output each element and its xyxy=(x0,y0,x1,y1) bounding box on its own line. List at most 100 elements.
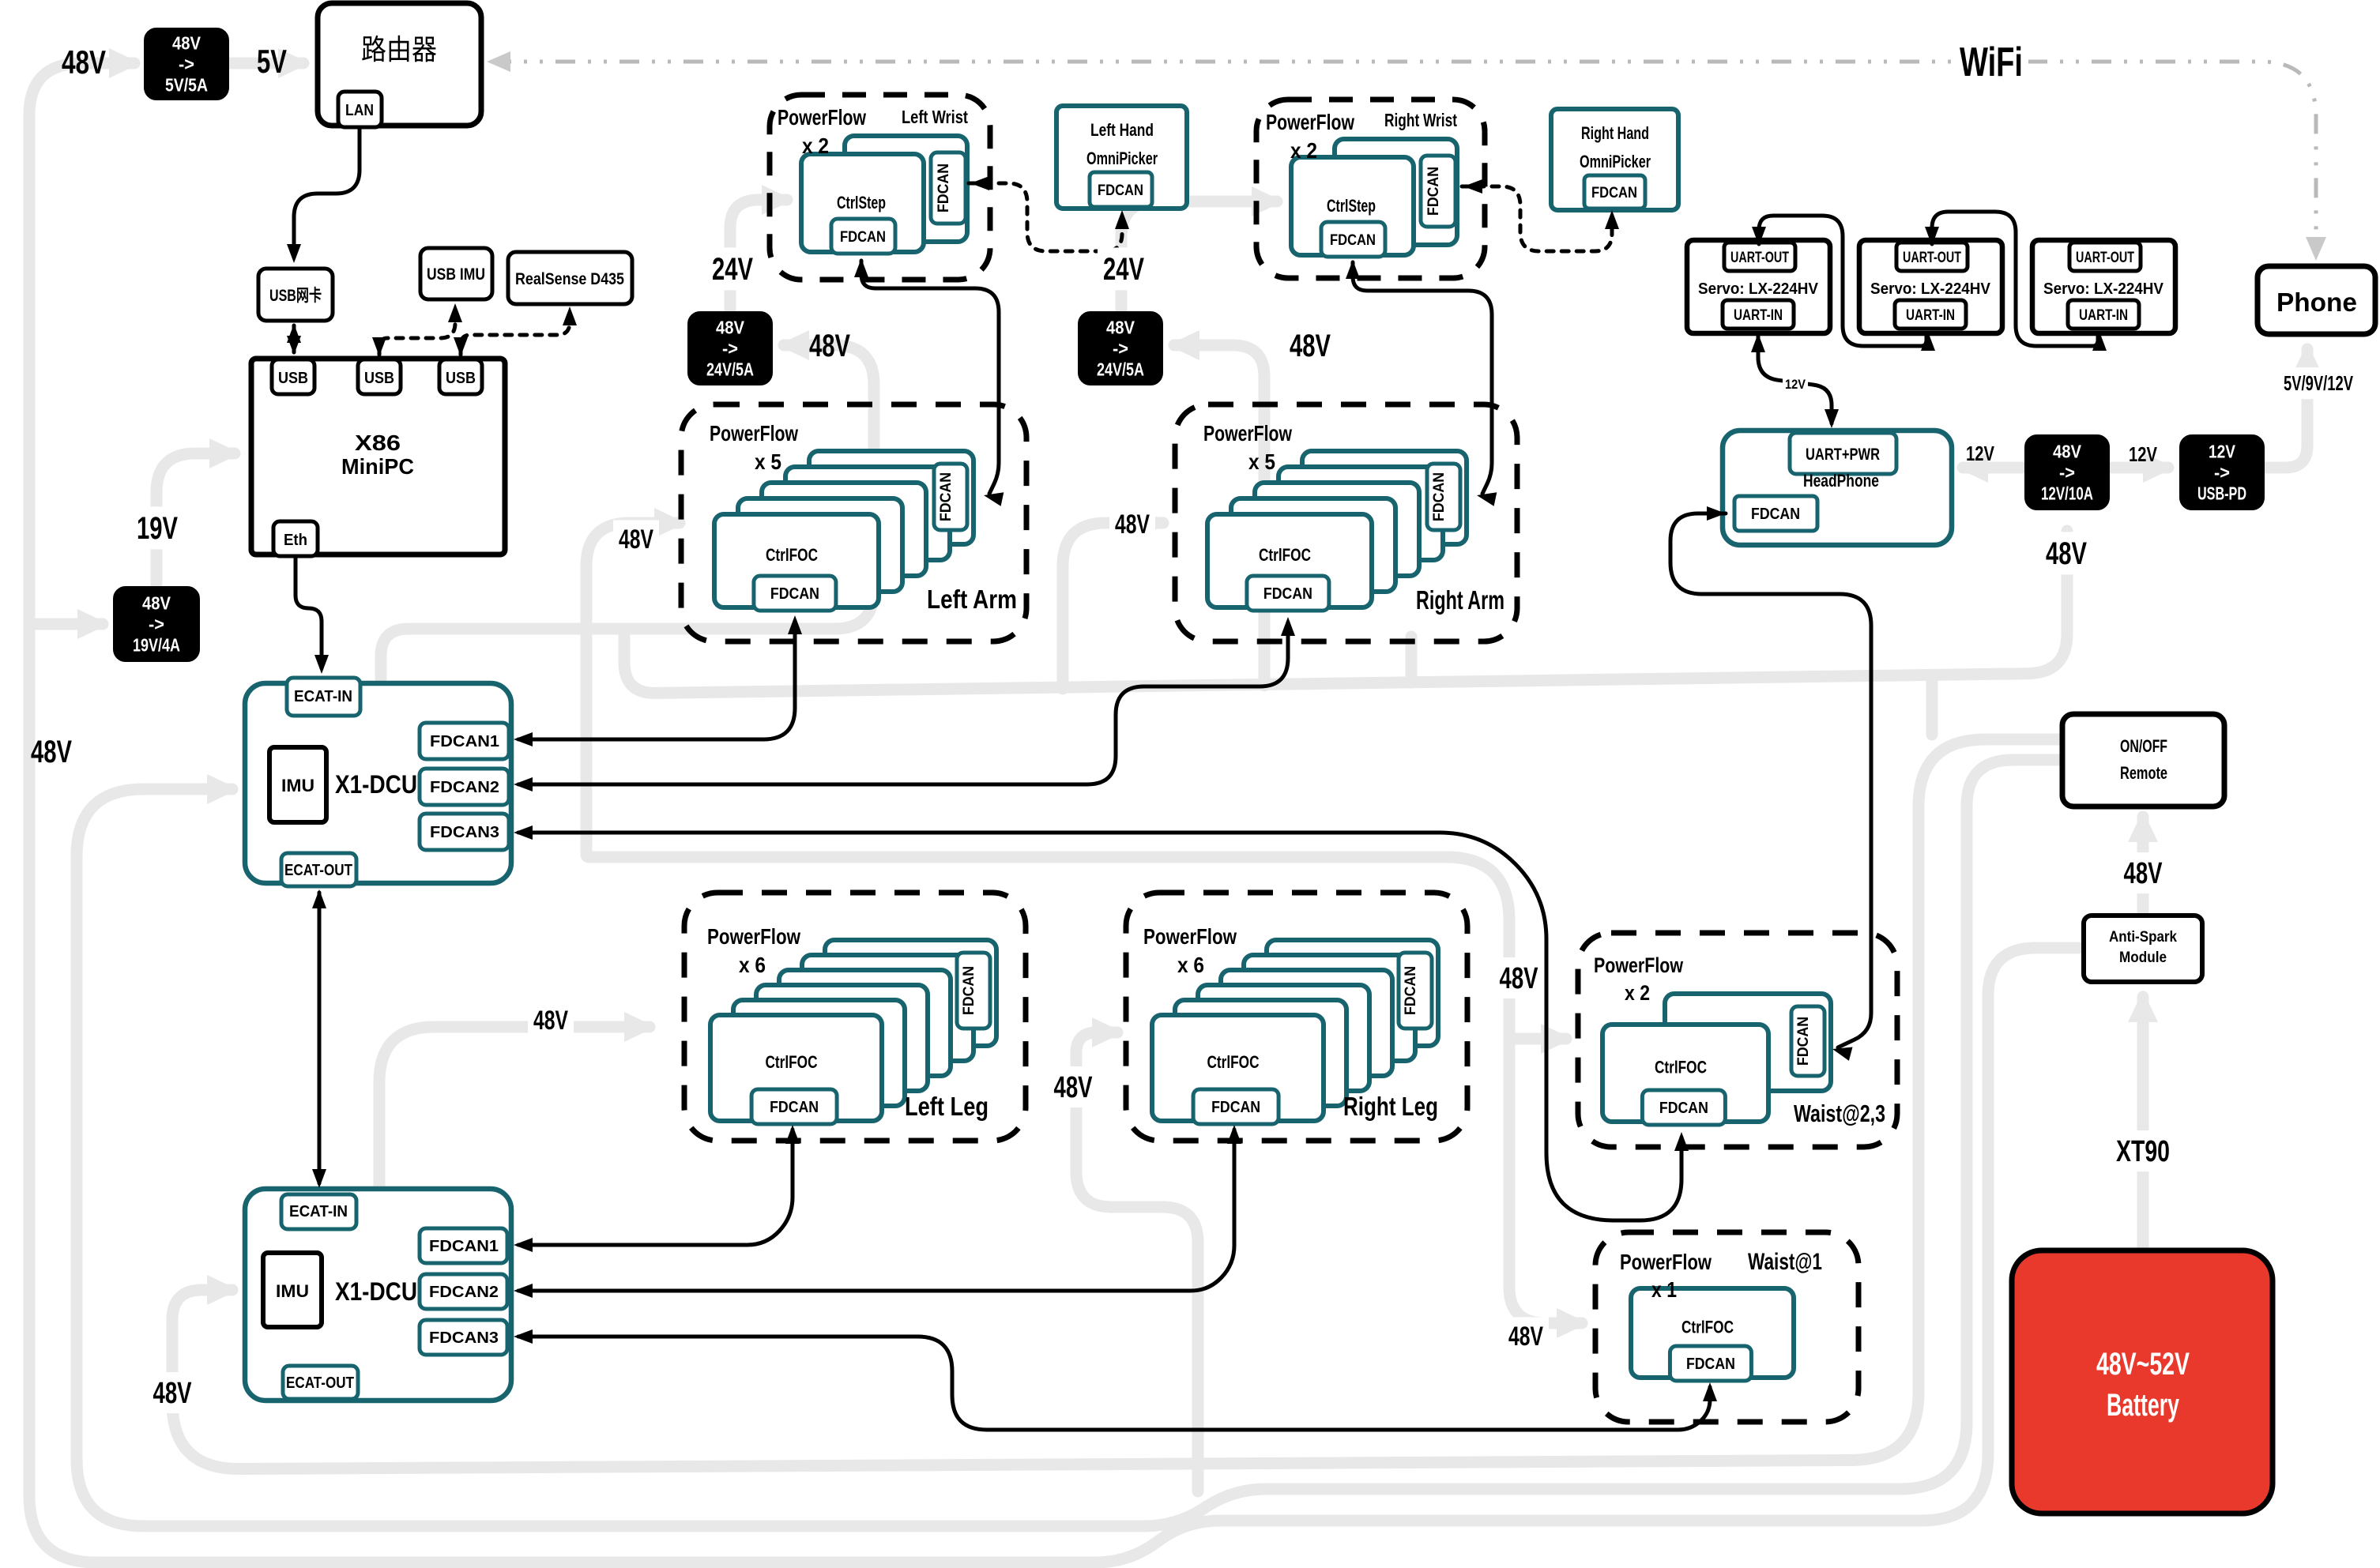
svg-text:UART-OUT: UART-OUT xyxy=(2076,250,2134,266)
svg-text:48V: 48V xyxy=(2053,441,2082,461)
svg-text:Eth: Eth xyxy=(284,532,307,549)
svg-text:12V: 12V xyxy=(1785,377,1806,392)
svg-text:19V/4A: 19V/4A xyxy=(133,635,180,656)
svg-text:FDCAN: FDCAN xyxy=(936,164,952,212)
svg-text:Battery: Battery xyxy=(2107,1388,2179,1423)
svg-text:UART-IN: UART-IN xyxy=(1906,307,1955,324)
svg-text:->: -> xyxy=(722,338,738,359)
svg-text:48V: 48V xyxy=(1054,1071,1093,1104)
svg-text:FDCAN: FDCAN xyxy=(770,585,819,603)
svg-text:12V: 12V xyxy=(1966,442,1995,465)
svg-text:USB: USB xyxy=(278,370,308,387)
svg-text:x 1: x 1 xyxy=(1651,1277,1677,1302)
svg-text:FDCAN: FDCAN xyxy=(1425,167,1442,216)
svg-text:48V: 48V xyxy=(2124,857,2163,890)
svg-text:FDCAN: FDCAN xyxy=(1098,182,1143,199)
svg-text:PowerFlow: PowerFlow xyxy=(1266,110,1354,134)
svg-text:Anti-Spark: Anti-Spark xyxy=(2109,929,2177,946)
svg-text:X1-DCU: X1-DCU xyxy=(335,770,417,799)
svg-text:FDCAN: FDCAN xyxy=(840,229,886,246)
svg-text:19V: 19V xyxy=(137,511,178,546)
svg-text:FDCAN3: FDCAN3 xyxy=(429,1329,499,1347)
svg-text:LAN: LAN xyxy=(345,102,374,119)
svg-text:48V: 48V xyxy=(31,735,72,769)
svg-text:HeadPhone: HeadPhone xyxy=(1803,471,1879,491)
svg-text:48V: 48V xyxy=(1106,317,1135,337)
svg-text:USB IMU: USB IMU xyxy=(427,265,485,284)
svg-text:CtrlFOC: CtrlFOC xyxy=(1681,1318,1734,1337)
svg-text:Left Hand: Left Hand xyxy=(1090,120,1154,140)
svg-text:CtrlFOC: CtrlFOC xyxy=(1655,1058,1707,1077)
svg-text:24V/5A: 24V/5A xyxy=(706,359,754,380)
svg-text:CtrlFOC: CtrlFOC xyxy=(766,1052,818,1072)
svg-text:48V: 48V xyxy=(533,1006,568,1036)
svg-text:48V: 48V xyxy=(153,1377,192,1410)
svg-text:XT90: XT90 xyxy=(2116,1135,2170,1168)
svg-text:FDCAN: FDCAN xyxy=(1263,585,1312,603)
svg-text:UART-OUT: UART-OUT xyxy=(1730,250,1789,266)
svg-text:x 6: x 6 xyxy=(739,953,766,977)
svg-text:Left Leg: Left Leg xyxy=(905,1092,989,1121)
svg-text:ECAT-OUT: ECAT-OUT xyxy=(286,1374,354,1392)
svg-text:FDCAN3: FDCAN3 xyxy=(430,824,499,841)
svg-text:->: -> xyxy=(2059,462,2075,483)
svg-text:CtrlStep: CtrlStep xyxy=(1327,196,1376,216)
svg-text:x 6: x 6 xyxy=(1177,953,1204,977)
svg-text:5V/9V/12V: 5V/9V/12V xyxy=(2284,371,2353,395)
svg-text:Left Wrist: Left Wrist xyxy=(902,107,968,127)
svg-text:OmniPicker: OmniPicker xyxy=(1580,152,1651,171)
svg-text:->: -> xyxy=(2214,462,2230,483)
svg-text:PowerFlow: PowerFlow xyxy=(1594,953,1684,977)
svg-text:48V: 48V xyxy=(172,32,201,53)
svg-text:x 5: x 5 xyxy=(755,449,781,474)
svg-text:FDCAN: FDCAN xyxy=(938,472,955,521)
svg-text:UART-IN: UART-IN xyxy=(1734,307,1783,324)
svg-text:Left Arm: Left Arm xyxy=(927,585,1017,614)
svg-text:Right Leg: Right Leg xyxy=(1343,1092,1438,1121)
svg-text:FDCAN2: FDCAN2 xyxy=(429,1284,499,1301)
svg-text:48V: 48V xyxy=(2046,536,2087,571)
svg-text:UART+PWR: UART+PWR xyxy=(1806,446,1880,464)
svg-text:FDCAN: FDCAN xyxy=(1686,1356,1735,1373)
svg-text:Waist@2,3: Waist@2,3 xyxy=(1794,1100,1885,1127)
svg-text:Right Hand: Right Hand xyxy=(1581,123,1649,143)
svg-text:X1-DCU: X1-DCU xyxy=(335,1277,417,1306)
svg-text:UART-IN: UART-IN xyxy=(2079,307,2128,324)
svg-text:24V: 24V xyxy=(712,252,753,287)
svg-text:IMU: IMU xyxy=(281,776,314,795)
svg-text:PowerFlow: PowerFlow xyxy=(707,924,800,949)
svg-text:ECAT-IN: ECAT-IN xyxy=(294,688,352,705)
svg-text:CtrlFOC: CtrlFOC xyxy=(766,545,818,565)
svg-text:FDCAN: FDCAN xyxy=(961,966,977,1015)
svg-text:FDCAN: FDCAN xyxy=(1751,506,1800,523)
svg-text:FDCAN: FDCAN xyxy=(1403,966,1419,1015)
svg-text:CtrlFOC: CtrlFOC xyxy=(1207,1052,1260,1072)
svg-text:USB: USB xyxy=(364,370,394,387)
svg-text:RealSense D435: RealSense D435 xyxy=(515,270,624,288)
svg-text:Module: Module xyxy=(2119,949,2167,966)
svg-text:12V: 12V xyxy=(2129,442,2158,466)
svg-text:48V: 48V xyxy=(62,43,106,81)
svg-text:FDCAN: FDCAN xyxy=(1659,1100,1708,1117)
svg-text:->: -> xyxy=(1113,338,1128,359)
svg-text:48V: 48V xyxy=(1290,329,1331,363)
svg-text:24V: 24V xyxy=(1103,252,1144,287)
svg-text:x 2: x 2 xyxy=(1290,138,1317,163)
svg-text:IMU: IMU xyxy=(276,1281,309,1301)
svg-text:->: -> xyxy=(179,54,194,74)
svg-text:FDCAN: FDCAN xyxy=(1211,1099,1260,1116)
svg-text:PowerFlow: PowerFlow xyxy=(1620,1250,1712,1274)
svg-text:PowerFlow: PowerFlow xyxy=(710,421,798,446)
svg-text:48V: 48V xyxy=(1500,962,1538,995)
svg-text:5V/5A: 5V/5A xyxy=(165,75,208,96)
svg-text:PowerFlow: PowerFlow xyxy=(1203,421,1292,446)
svg-text:12V/10A: 12V/10A xyxy=(2041,483,2093,504)
svg-text:48V: 48V xyxy=(716,317,745,337)
svg-text:48V: 48V xyxy=(809,329,850,363)
svg-text:->: -> xyxy=(149,614,164,634)
svg-text:Servo: LX-224HV: Servo: LX-224HV xyxy=(1698,280,1819,298)
svg-text:CtrlFOC: CtrlFOC xyxy=(1259,545,1311,565)
svg-text:UART-OUT: UART-OUT xyxy=(1903,250,1961,266)
svg-text:48V: 48V xyxy=(1508,1322,1543,1352)
svg-text:FDCAN: FDCAN xyxy=(1795,1017,1812,1066)
